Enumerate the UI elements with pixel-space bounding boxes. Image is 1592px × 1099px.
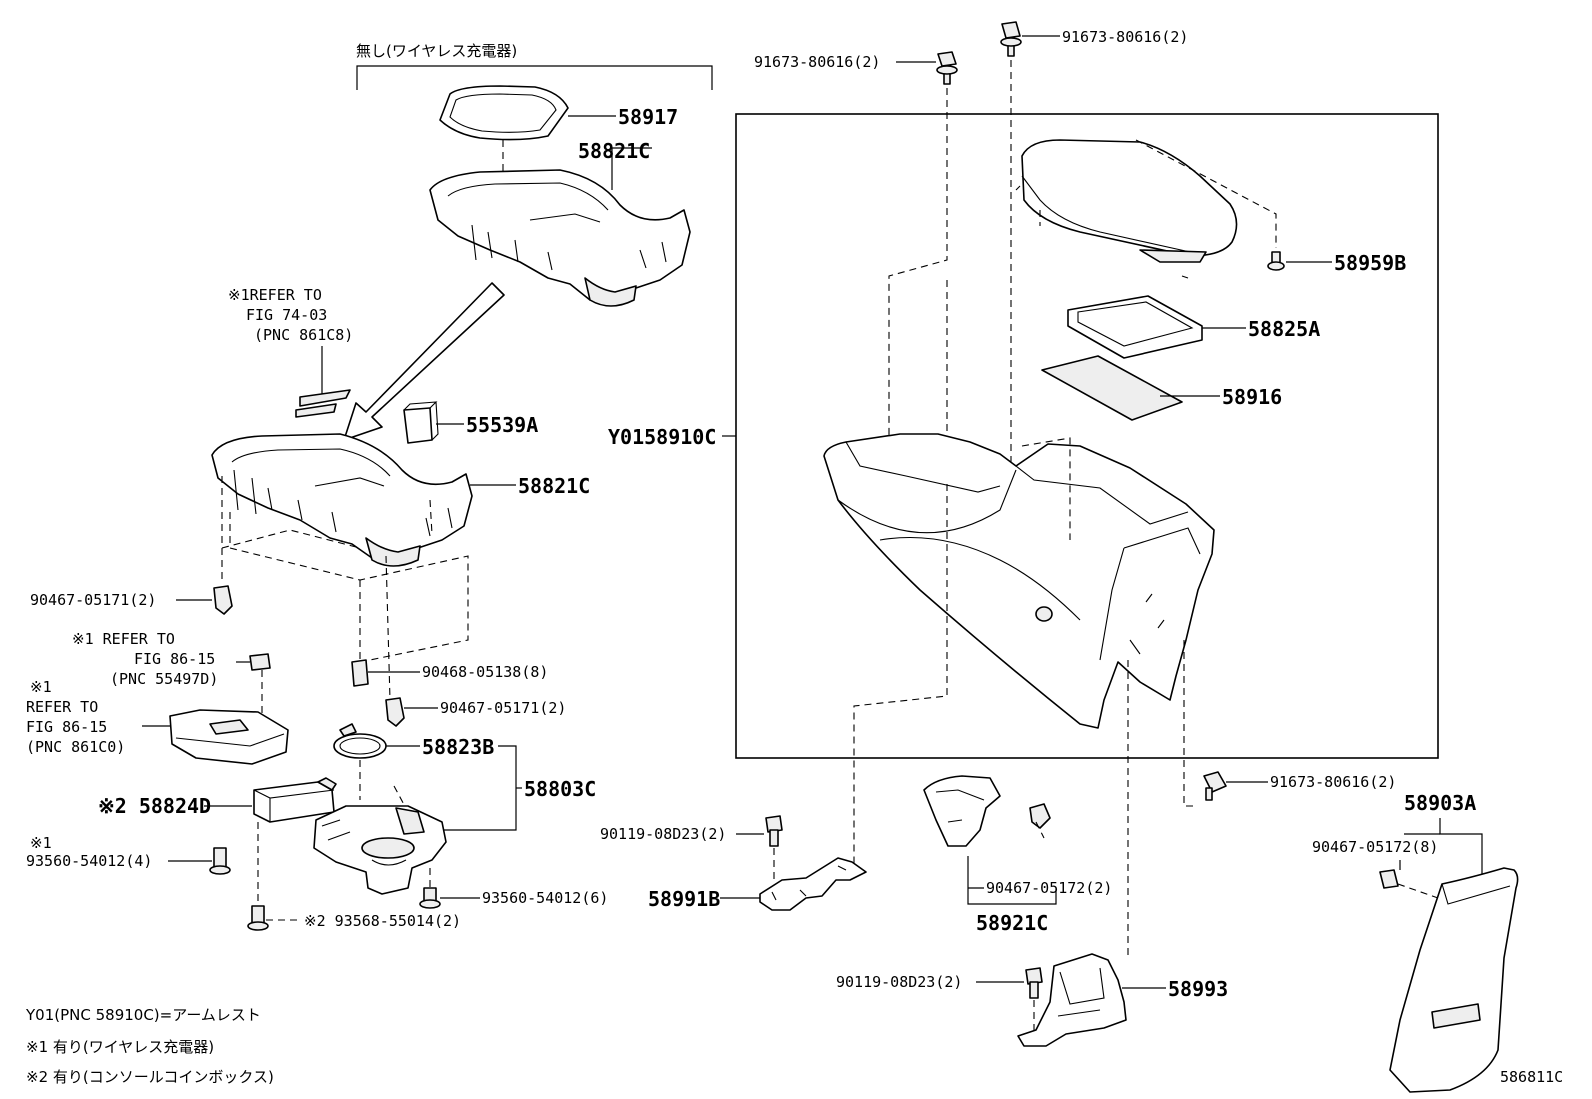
label-y01-58910c: Y0158910C bbox=[608, 425, 716, 449]
footnote-y01: Y01(PNC 58910C)=アームレスト bbox=[25, 1006, 261, 1024]
label-90119-08d23-b: 90119-08D23(2) bbox=[836, 973, 962, 991]
label-58917: 58917 bbox=[618, 105, 678, 129]
part-console-box-body bbox=[823, 433, 1215, 729]
label-58821c-top: 58821C bbox=[578, 139, 650, 163]
svg-text:(PNC 861C8): (PNC 861C8) bbox=[254, 326, 353, 344]
bracket-58903a bbox=[1439, 818, 1483, 880]
part-58825a-tray bbox=[1067, 295, 1203, 359]
part-58903a-side-panel bbox=[1389, 867, 1519, 1093]
label-90119-08d23-a: 90119-08D23(2) bbox=[600, 825, 726, 843]
label-58825a: 58825A bbox=[1248, 317, 1320, 341]
label-58991b: 58991B bbox=[648, 887, 720, 911]
label-58824d: ※2 58824D bbox=[98, 794, 211, 818]
reference-note-fig-86-15-861c0: ※1 REFER TO FIG 86-15 (PNC 861C0) bbox=[26, 678, 125, 756]
label-58803c: 58803C bbox=[524, 777, 596, 801]
part-58821c-lower-panel bbox=[211, 433, 473, 567]
reference-note-fig-86-15-55497d: ※1 REFER TO FIG 86-15 (PNC 55497D) bbox=[72, 630, 218, 688]
part-93560-54012-screw-6 bbox=[419, 887, 441, 909]
label-58993: 58993 bbox=[1168, 977, 1228, 1001]
svg-text:REFER TO: REFER TO bbox=[26, 698, 98, 716]
part-90467-05171-clip-b bbox=[385, 697, 405, 727]
svg-text:※1 REFER TO: ※1 REFER TO bbox=[72, 630, 175, 648]
part-90467-05172-clip-2 bbox=[1029, 803, 1051, 829]
figure-code: 586811C bbox=[1500, 1068, 1563, 1086]
svg-text:FIG 74-03: FIG 74-03 bbox=[246, 306, 327, 324]
part-93568-55014-screw bbox=[247, 905, 269, 931]
svg-text:FIG 86-15: FIG 86-15 bbox=[134, 650, 215, 668]
part-58991b-bracket bbox=[759, 857, 867, 911]
label-58921c: 58921C bbox=[976, 911, 1048, 935]
label-91673-80616-a: 91673-80616(2) bbox=[754, 53, 880, 71]
label-90467-05172-2: 90467-05172(2) bbox=[986, 879, 1112, 897]
part-90468-05138-clip bbox=[351, 659, 369, 687]
svg-text:※1: ※1 bbox=[30, 678, 52, 696]
leader-58821c-top bbox=[611, 147, 652, 190]
part-58917-mat bbox=[439, 85, 569, 141]
label-93560-54012-6: 93560-54012(6) bbox=[482, 889, 608, 907]
part-wireless-charger-module bbox=[169, 709, 289, 765]
footnote-note-2: ※2 有り(コンソールコインボックス) bbox=[26, 1068, 274, 1086]
svg-text:(PNC 55497D): (PNC 55497D) bbox=[110, 670, 218, 688]
label-58821c-mid: 58821C bbox=[518, 474, 590, 498]
part-58916-mat bbox=[1041, 355, 1183, 421]
label-91673-80616-b: 91673-80616(2) bbox=[1062, 28, 1188, 46]
part-90119-08d23-bolt-a bbox=[765, 815, 783, 847]
bracket-58921c bbox=[967, 856, 1057, 905]
part-58803c-cup-holder bbox=[313, 805, 447, 895]
label-55539a: 55539A bbox=[466, 413, 538, 437]
label-91673-80616-c: 91673-80616(2) bbox=[1270, 773, 1396, 791]
part-90467-05172-clip-8 bbox=[1379, 869, 1399, 889]
part-90467-05171-clip-a bbox=[213, 585, 233, 615]
svg-text:※1REFER TO: ※1REFER TO bbox=[228, 286, 322, 304]
label-90467-05172-8: 90467-05172(8) bbox=[1312, 838, 1438, 856]
part-91673-80616-bolt-c bbox=[1203, 771, 1227, 801]
label-90467-05171-b: 90467-05171(2) bbox=[440, 699, 566, 717]
label-58903a: 58903A bbox=[1404, 791, 1476, 815]
without-wireless-bracket bbox=[356, 65, 713, 90]
part-91673-80616-bolt-b bbox=[1000, 21, 1022, 57]
label-90467-05171-a: 90467-05171(2) bbox=[30, 591, 156, 609]
part-58821c-upper-panel bbox=[429, 169, 691, 307]
part-wireless-charger-plate bbox=[295, 389, 351, 418]
part-58823b-gasket bbox=[333, 723, 387, 759]
without-wireless-note: 無し(ワイヤレス充電器) bbox=[356, 42, 517, 60]
reference-note-fig-74-03: ※1REFER TO FIG 74-03 (PNC 861C8) bbox=[228, 286, 353, 344]
part-58959b-screw bbox=[1267, 251, 1285, 271]
part-93560-54012-screw-4 bbox=[209, 847, 231, 875]
label-58959b: 58959B bbox=[1334, 251, 1406, 275]
part-55539a-switch bbox=[403, 401, 439, 444]
label-93560-54012-4: 93560-54012(4) bbox=[26, 852, 152, 870]
part-58921c-bracket bbox=[923, 775, 1001, 847]
label-90468-05138: 90468-05138(8) bbox=[422, 663, 548, 681]
label-58823b: 58823B bbox=[422, 735, 494, 759]
part-91673-80616-bolt-a bbox=[936, 51, 958, 85]
part-58824d-coin-box bbox=[253, 777, 337, 823]
part-58993-bracket bbox=[1017, 953, 1127, 1047]
part-small-connector bbox=[249, 653, 271, 671]
svg-text:(PNC 861C0): (PNC 861C0) bbox=[26, 738, 125, 756]
label-93568-55014: ※2 93568-55014(2) bbox=[304, 912, 461, 930]
svg-text:FIG 86-15: FIG 86-15 bbox=[26, 718, 107, 736]
part-armrest-lid bbox=[1015, 139, 1238, 279]
label-93560-54012-4-prefix: ※1 bbox=[30, 834, 52, 852]
assembly-arrow bbox=[343, 282, 505, 441]
part-90119-08d23-bolt-b bbox=[1025, 967, 1043, 999]
label-58916: 58916 bbox=[1222, 385, 1282, 409]
footnote-note-1: ※1 有り(ワイヤレス充電器) bbox=[26, 1038, 214, 1056]
